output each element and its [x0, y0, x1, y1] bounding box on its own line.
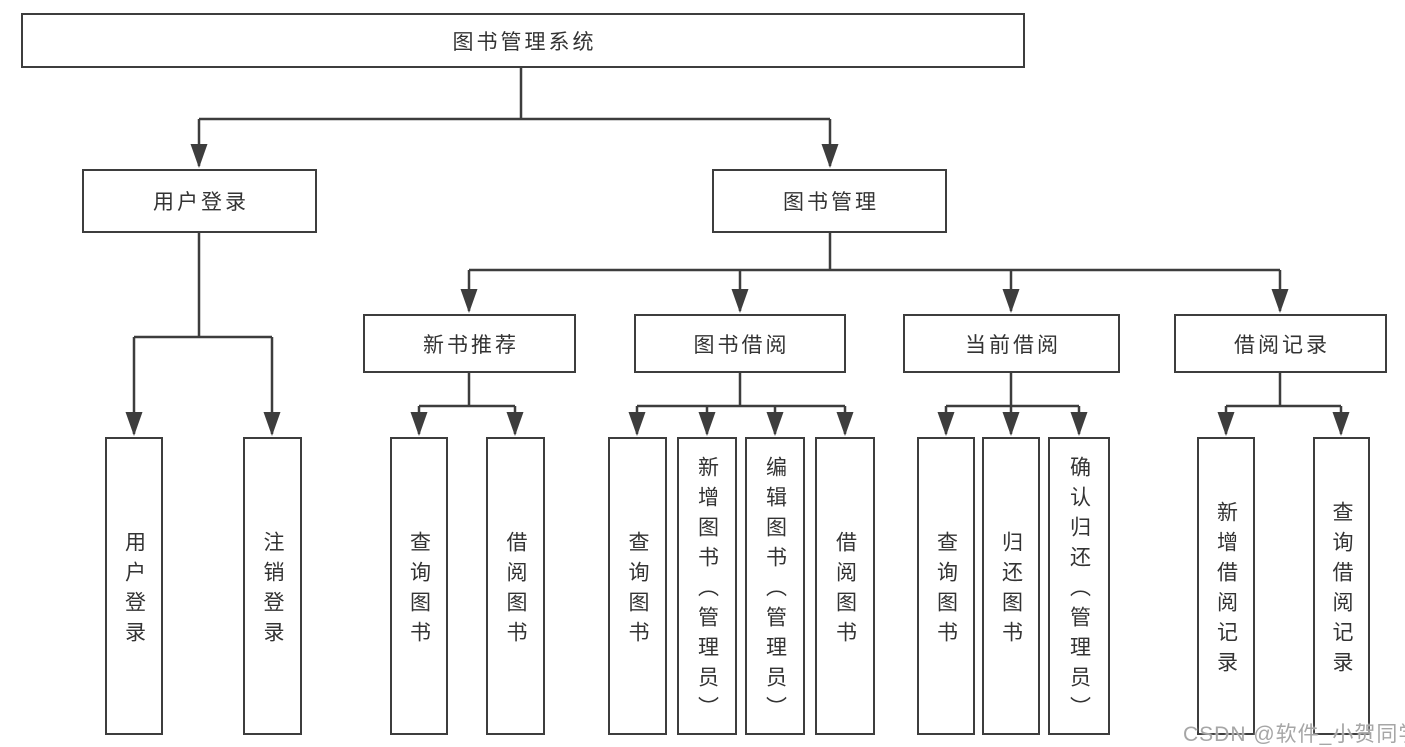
connector-mgmt-trunk — [469, 233, 1280, 272]
leaf-add-book-admin: 新增图书（管理员） — [677, 437, 737, 735]
leaf-borrow-books-recommend: 借阅图书 — [486, 437, 545, 735]
node-user-login: 用户登录 — [82, 169, 317, 233]
connector-login-trunk — [134, 233, 272, 339]
connector-borrow-trunk — [637, 373, 845, 408]
node-library-system-root: 图书管理系统 — [21, 13, 1025, 68]
csdn-watermark: CSDN @软件_小贺同学 — [1183, 723, 1405, 746]
node-borrowing-records: 借阅记录 — [1174, 314, 1387, 373]
leaf-borrow-books-borrowing: 借阅图书 — [815, 437, 875, 735]
leaf-return-books: 归还图书 — [982, 437, 1040, 735]
leaf-query-books-borrowing: 查询图书 — [608, 437, 667, 735]
connector-recommend-trunk — [419, 373, 515, 408]
leaf-user-login: 用户登录 — [105, 437, 163, 735]
leaf-query-books-current: 查询图书 — [917, 437, 975, 735]
connector-root-trunk — [199, 68, 830, 121]
leaf-query-books-recommend: 查询图书 — [390, 437, 448, 735]
leaf-query-borrow-record: 查询借阅记录 — [1313, 437, 1370, 735]
node-book-management: 图书管理 — [712, 169, 947, 233]
node-current-borrowing: 当前借阅 — [903, 314, 1120, 373]
connector-records-trunk — [1226, 373, 1341, 408]
connector-current-trunk — [946, 373, 1079, 408]
node-book-borrowing: 图书借阅 — [634, 314, 846, 373]
leaf-confirm-return-admin: 确认归还（管理员） — [1048, 437, 1110, 735]
leaf-add-borrow-record: 新增借阅记录 — [1197, 437, 1255, 735]
leaf-logout: 注销登录 — [243, 437, 302, 735]
leaf-edit-book-admin: 编辑图书（管理员） — [745, 437, 805, 735]
node-new-book-recommend: 新书推荐 — [363, 314, 576, 373]
